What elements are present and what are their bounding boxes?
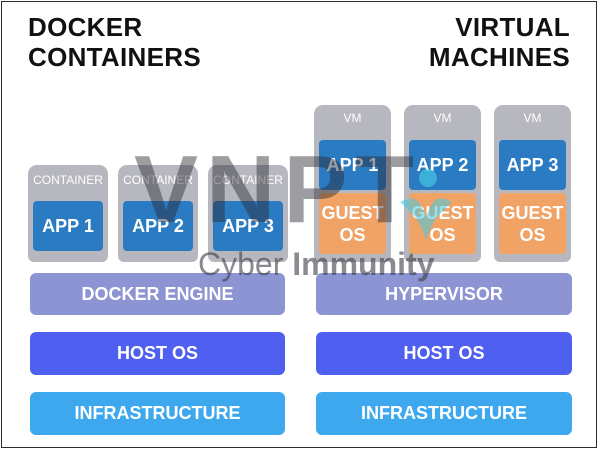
right-infrastructure-layer: INFRASTRUCTURE <box>316 392 572 435</box>
vm-app-1: APP 1 <box>319 140 386 190</box>
container-label: CONTAINER <box>213 173 283 187</box>
vm-app-3: APP 3 <box>499 140 566 190</box>
container-app-3: APP 3 <box>213 201 283 251</box>
vm-guest-os-2: GUEST OS <box>409 193 476 254</box>
container-label: CONTAINER <box>33 173 103 187</box>
title-line: VIRTUAL <box>455 12 570 42</box>
vm-label: VM <box>523 111 542 125</box>
container-label: CONTAINER <box>123 173 193 187</box>
container-app-2: APP 2 <box>123 201 193 251</box>
title-line: DOCKER <box>28 12 143 42</box>
vm-label: VM <box>433 111 452 125</box>
title-line: CONTAINERS <box>28 42 201 72</box>
right-host-os-layer: HOST OS <box>316 332 572 375</box>
docker-engine-layer: DOCKER ENGINE <box>30 273 285 315</box>
vm-label: VM <box>343 111 362 125</box>
vm-app-2: APP 2 <box>409 140 476 190</box>
virtual-machines-title: VIRTUAL MACHINES <box>429 12 570 72</box>
title-line: MACHINES <box>428 42 570 72</box>
container-app-1: APP 1 <box>33 201 103 251</box>
vm-guest-os-1: GUEST OS <box>319 193 386 254</box>
docker-containers-title: DOCKER CONTAINERS <box>28 12 201 72</box>
vm-guest-os-3: GUEST OS <box>499 193 566 254</box>
left-infrastructure-layer: INFRASTRUCTURE <box>30 392 285 435</box>
left-host-os-layer: HOST OS <box>30 332 285 375</box>
hypervisor-layer: HYPERVISOR <box>316 273 572 315</box>
